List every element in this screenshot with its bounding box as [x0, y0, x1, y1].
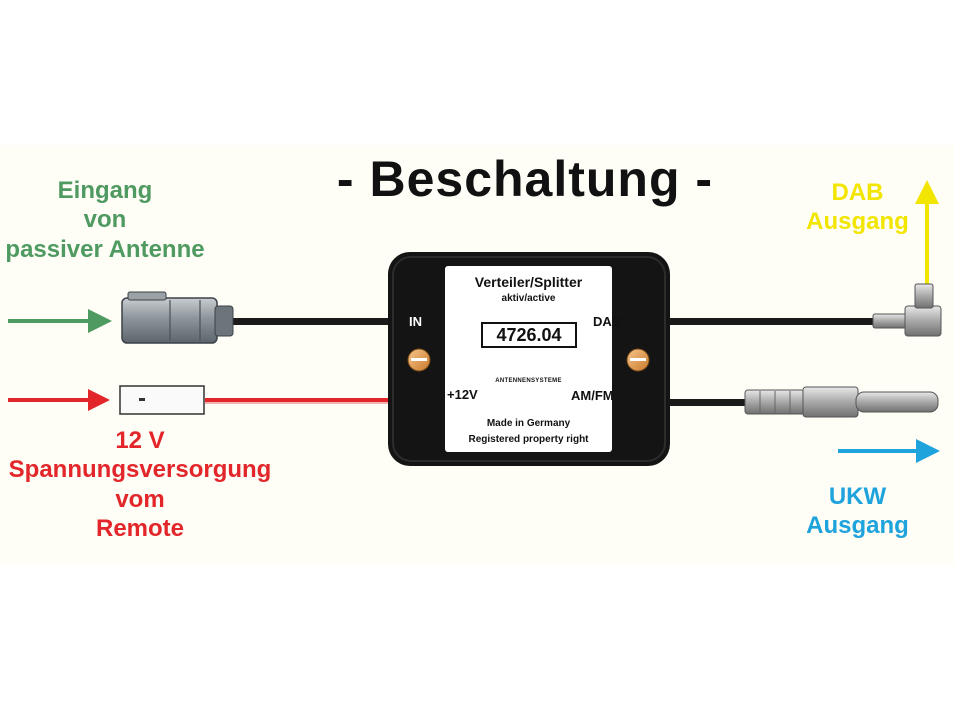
power-label: 12 V Spannungsversorgung vom Remote	[0, 426, 280, 543]
input-label-line-3: passiver Antenne	[5, 235, 205, 263]
registered-text: Registered property right	[468, 434, 589, 445]
dab-cable	[665, 318, 875, 325]
power-label-line-2: Spannungsversorgung	[8, 456, 272, 484]
right-screw-icon	[626, 348, 650, 372]
power-label-line-3: vom	[115, 485, 165, 513]
device-title: Verteiler/Splitter	[474, 274, 583, 290]
dab-arrow-head	[915, 180, 939, 204]
ukw-label-line-2: Ausgang	[806, 512, 909, 540]
input-label-line-1: Eingang	[57, 177, 153, 204]
left-screw-icon	[407, 348, 431, 372]
made-in-text: Made in Germany	[486, 418, 571, 429]
port-label-amfm: AM/FM	[571, 388, 614, 403]
port-label-power: +12V	[447, 387, 478, 402]
port-label-dab: DAB	[593, 314, 622, 329]
dab-output-label: DAB Ausgang	[800, 178, 915, 237]
dab-label-line-2: Ausgang	[806, 208, 909, 236]
port-label-in: IN	[409, 314, 422, 329]
input-cable	[225, 318, 395, 325]
power-label-line-4: Remote	[95, 514, 185, 542]
device-brand: ANTENNENSYSTEME	[495, 378, 562, 384]
diagram-title: - Beschaltung -	[336, 151, 714, 207]
power-arrow-head	[88, 389, 110, 411]
input-connector	[121, 291, 234, 344]
power-connector	[119, 385, 205, 415]
dab-angle-connector	[872, 283, 942, 337]
ukw-output-label: UKW Ausgang	[800, 482, 915, 541]
power-label-line-1: 12 V	[115, 427, 165, 454]
input-label: Eingang von passiver Antenne	[0, 176, 210, 264]
input-arrow-head	[88, 309, 112, 333]
device-subtitle: aktiv/active	[501, 293, 556, 304]
ukw-arrow-head	[916, 439, 940, 463]
dab-label-line-1: DAB	[831, 179, 884, 206]
power-cable	[205, 398, 395, 402]
amfm-din-plug	[744, 386, 939, 418]
input-label-line-2: von	[83, 206, 127, 234]
ukw-label-line-1: UKW	[828, 483, 887, 510]
device-label-panel: Verteiler/Splitter aktiv/active 4726.04 …	[445, 266, 612, 452]
amfm-cable	[665, 399, 750, 406]
device-model-number: 4726.04	[481, 322, 577, 348]
